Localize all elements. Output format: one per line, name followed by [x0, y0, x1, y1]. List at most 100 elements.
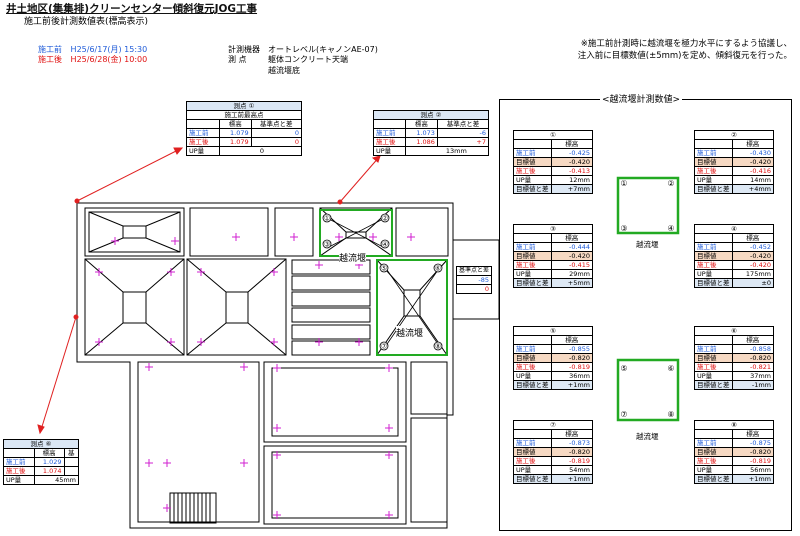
- partial-table: 基準点と差 -85 0: [455, 266, 493, 294]
- svg-text:⑦: ⑦: [620, 410, 627, 419]
- weir-table-row-value: -0.873: [550, 438, 593, 448]
- arrow-point-6: [39, 316, 77, 434]
- weir-table-row-value: -0.413: [550, 166, 593, 176]
- point-2-before: 1.073: [404, 128, 438, 138]
- weir-table-row-value: 56mm: [731, 465, 774, 475]
- weir-table-row-value: 標高: [550, 335, 593, 345]
- point-2-up: 13mm: [404, 146, 490, 156]
- page-title: 井土地区(集集排)クリーンセンター傾斜復元JOG工事: [6, 3, 258, 15]
- weir-table-row-value: -0.452: [731, 242, 774, 252]
- floor-plan: ① ② ③ ④ ⑤ ⑥ ⑦ ⑧: [37, 147, 500, 529]
- point-value-1: 躯体コンクリート天端: [268, 55, 348, 64]
- weir-table-row-label: 目標値と差: [513, 380, 552, 390]
- tank-low-2: [263, 361, 407, 443]
- weir-table-row-value: -0.420: [550, 157, 593, 167]
- weir-table-row-label: 施工後: [694, 260, 733, 270]
- weir-table-number: ⑤: [513, 326, 593, 336]
- weir-table-row-label: [513, 429, 552, 439]
- svg-text:⑥: ⑥: [667, 364, 674, 373]
- point-6-up: 45mm: [33, 475, 80, 485]
- weir-table-row-label: 目標値: [694, 353, 733, 363]
- weir-table-row-value: -1mm: [731, 380, 774, 390]
- arrow-point-2: [339, 155, 381, 203]
- weir-table-row-label: UP量: [694, 371, 733, 381]
- note-line-2: 注入前に目標数値(±5mm)を定め、傾斜復元を行った。: [577, 51, 792, 61]
- weir-table-number: ⑥: [694, 326, 774, 336]
- weir-table-row-label: 施工後: [513, 166, 552, 176]
- weir-diagram-upper: [616, 176, 680, 235]
- weir-table-row-value: -0.444: [550, 242, 593, 252]
- point-2-header: 測点 ②: [373, 110, 489, 120]
- weir-diagram-lower: [616, 358, 680, 422]
- weir-table-row-label: 目標値と差: [694, 184, 733, 194]
- tank-top-1: [84, 207, 185, 257]
- weir-table-row-value: 標高: [731, 233, 774, 243]
- tank-top-5: [395, 207, 449, 257]
- svg-text:②: ②: [382, 215, 388, 223]
- stairs: [169, 492, 217, 524]
- tank-top-3: [274, 207, 314, 257]
- weir-table-row-value: -0.430: [731, 148, 774, 158]
- weir-table-row-label: 施工後: [694, 456, 733, 466]
- weir-table-row-value: +7mm: [550, 184, 593, 194]
- weir-point-4: [380, 239, 390, 249]
- weir-table-row-value: -0.820: [731, 447, 774, 457]
- weir-table-row-value: -0.420: [731, 157, 774, 167]
- weir-table-row-value: -0.858: [731, 344, 774, 354]
- svg-text:④: ④: [382, 241, 388, 249]
- weir-table-row-value: 37mm: [731, 371, 774, 381]
- weir-table-row-label: [694, 429, 733, 439]
- before-date-label: 施工前: [38, 45, 62, 54]
- svg-text:②: ②: [667, 179, 674, 188]
- weir-point-1: [322, 213, 332, 223]
- highest-before-label: 施工前最高点: [186, 110, 302, 120]
- point-1-after: 1.079: [218, 137, 252, 147]
- svg-text:⑦: ⑦: [381, 343, 387, 351]
- weir-point-5: [379, 263, 389, 273]
- measurement-markers: [95, 233, 415, 519]
- weir-table-row-label: 目標値: [513, 353, 552, 363]
- weir-table-row-value: -0.416: [731, 166, 774, 176]
- weir-table-row-label: 施工前: [694, 438, 733, 448]
- weir-table-row-label: 目標値と差: [694, 278, 733, 288]
- weir-table-row-label: [513, 233, 552, 243]
- weir-table-row-value: +4mm: [731, 184, 774, 194]
- svg-text:①: ①: [324, 215, 330, 223]
- svg-text:①: ①: [620, 179, 627, 188]
- weir-table-row-label: 施工前: [513, 438, 552, 448]
- weir-table-row-label: 目標値と差: [513, 278, 552, 288]
- point-2-after: 1.086: [404, 137, 438, 147]
- weir-point-2: [380, 213, 390, 223]
- weir-table-row-value: 標高: [731, 335, 774, 345]
- weir-table-row-label: 目標値と差: [513, 184, 552, 194]
- instrument-value: オートレベル(キャノンAE-07): [268, 45, 378, 54]
- weir-table-row-value: -0.819: [550, 456, 593, 466]
- svg-text:④: ④: [667, 224, 674, 233]
- weir-table-row-value: -0.420: [550, 251, 593, 261]
- weir-label-top: 越流堰: [339, 251, 367, 264]
- weir-point-6: [433, 263, 443, 273]
- weir-table-row-value: -0.420: [731, 260, 774, 270]
- weir-table-number: ③: [513, 224, 593, 234]
- weir-point-3: [322, 239, 332, 249]
- weir-table-row-value: 標高: [550, 139, 593, 149]
- tank-top-2: [189, 207, 269, 257]
- weir-table-row-value: +1mm: [550, 380, 593, 390]
- weir-table-row-label: 目標値: [513, 447, 552, 457]
- weir-table-row-label: 施工前: [513, 148, 552, 158]
- weir-table-row-label: 目標値: [513, 157, 552, 167]
- point-1-up: 0: [218, 146, 303, 156]
- after-date-value: H25/6/28(金) 10:00: [70, 55, 148, 64]
- weir-table-row-value: -0.821: [731, 362, 774, 372]
- weir-panel-label-lower: 越流堰: [636, 432, 659, 441]
- weir-table-row-label: 目標値: [694, 251, 733, 261]
- weir-table-row-value: 54mm: [550, 465, 593, 475]
- weir-table-row-label: 目標値と差: [694, 474, 733, 484]
- point-label: 測 点: [228, 55, 247, 64]
- weir-mid: [376, 259, 448, 356]
